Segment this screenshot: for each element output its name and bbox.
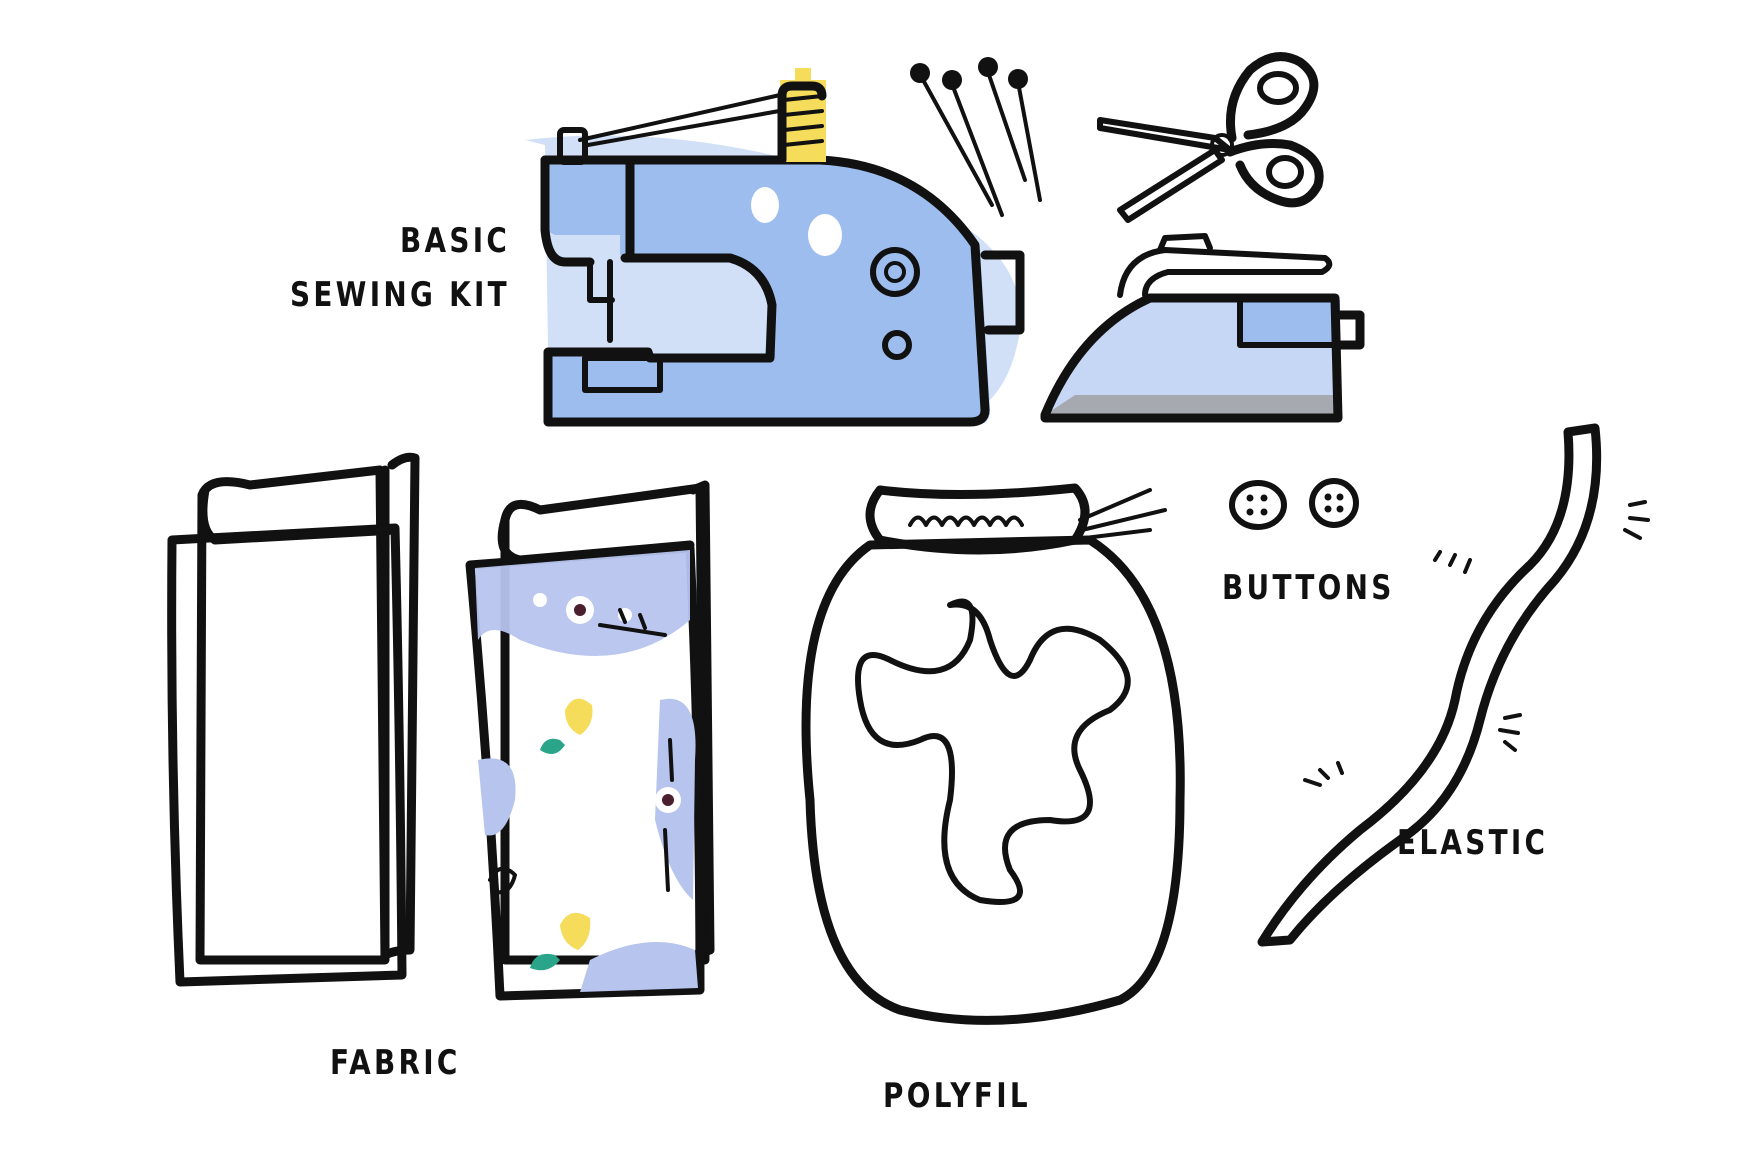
scissors-icon xyxy=(1097,52,1324,223)
flower-pattern xyxy=(488,593,681,971)
elastic-icon xyxy=(1257,423,1650,947)
sewing-kit-label-line2: SEWING KIT xyxy=(290,275,510,315)
polyfil-bag-icon xyxy=(801,483,1185,1025)
fabric-label: FABRIC xyxy=(330,1043,461,1083)
iron-icon xyxy=(1040,233,1365,423)
polyfil-label: POLYFIL xyxy=(883,1076,1031,1116)
elastic-label: ELASTIC xyxy=(1397,823,1549,863)
patterned-fabric-icon xyxy=(465,480,715,1001)
buttons-label: BUTTONS xyxy=(1222,568,1395,608)
button-icon xyxy=(1229,478,1359,530)
thread-spool-icon xyxy=(777,68,827,165)
sewing-kit-label-line1: BASIC xyxy=(400,221,511,261)
plain-fabric-icon xyxy=(167,452,420,987)
sewing-machine-icon xyxy=(525,93,1025,427)
pins-icon xyxy=(910,57,1042,217)
